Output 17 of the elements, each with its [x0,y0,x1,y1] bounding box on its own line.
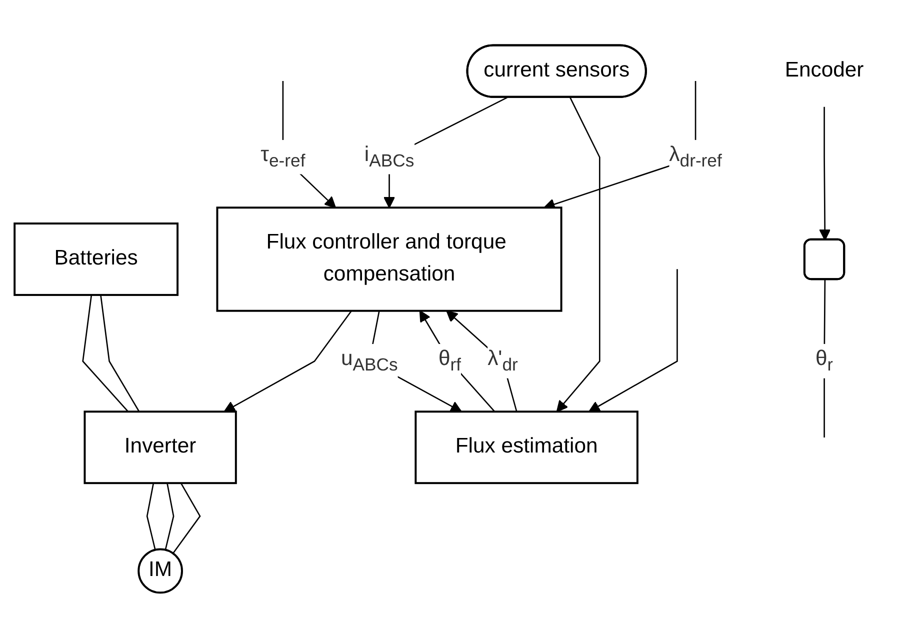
connector-line [172,482,201,554]
battery-box: Batteries [14,222,179,296]
motor-circle: IM [138,548,183,594]
arrow [556,96,600,412]
controller-box: Flux controller and torque compensation [216,206,562,312]
connector-line [146,482,156,550]
connector-line [82,294,129,412]
connector-line [164,482,174,550]
encoder-label: Encoder [784,58,864,82]
inverter-box: Inverter [84,410,237,484]
sensor-ellipse: current sensors [466,44,647,98]
arrow [819,106,831,240]
connector-line [100,294,140,412]
estimator-box: Flux estimation [414,410,638,484]
encoder-symbol [803,238,846,280]
arrow [224,310,352,412]
arrow [588,268,678,412]
